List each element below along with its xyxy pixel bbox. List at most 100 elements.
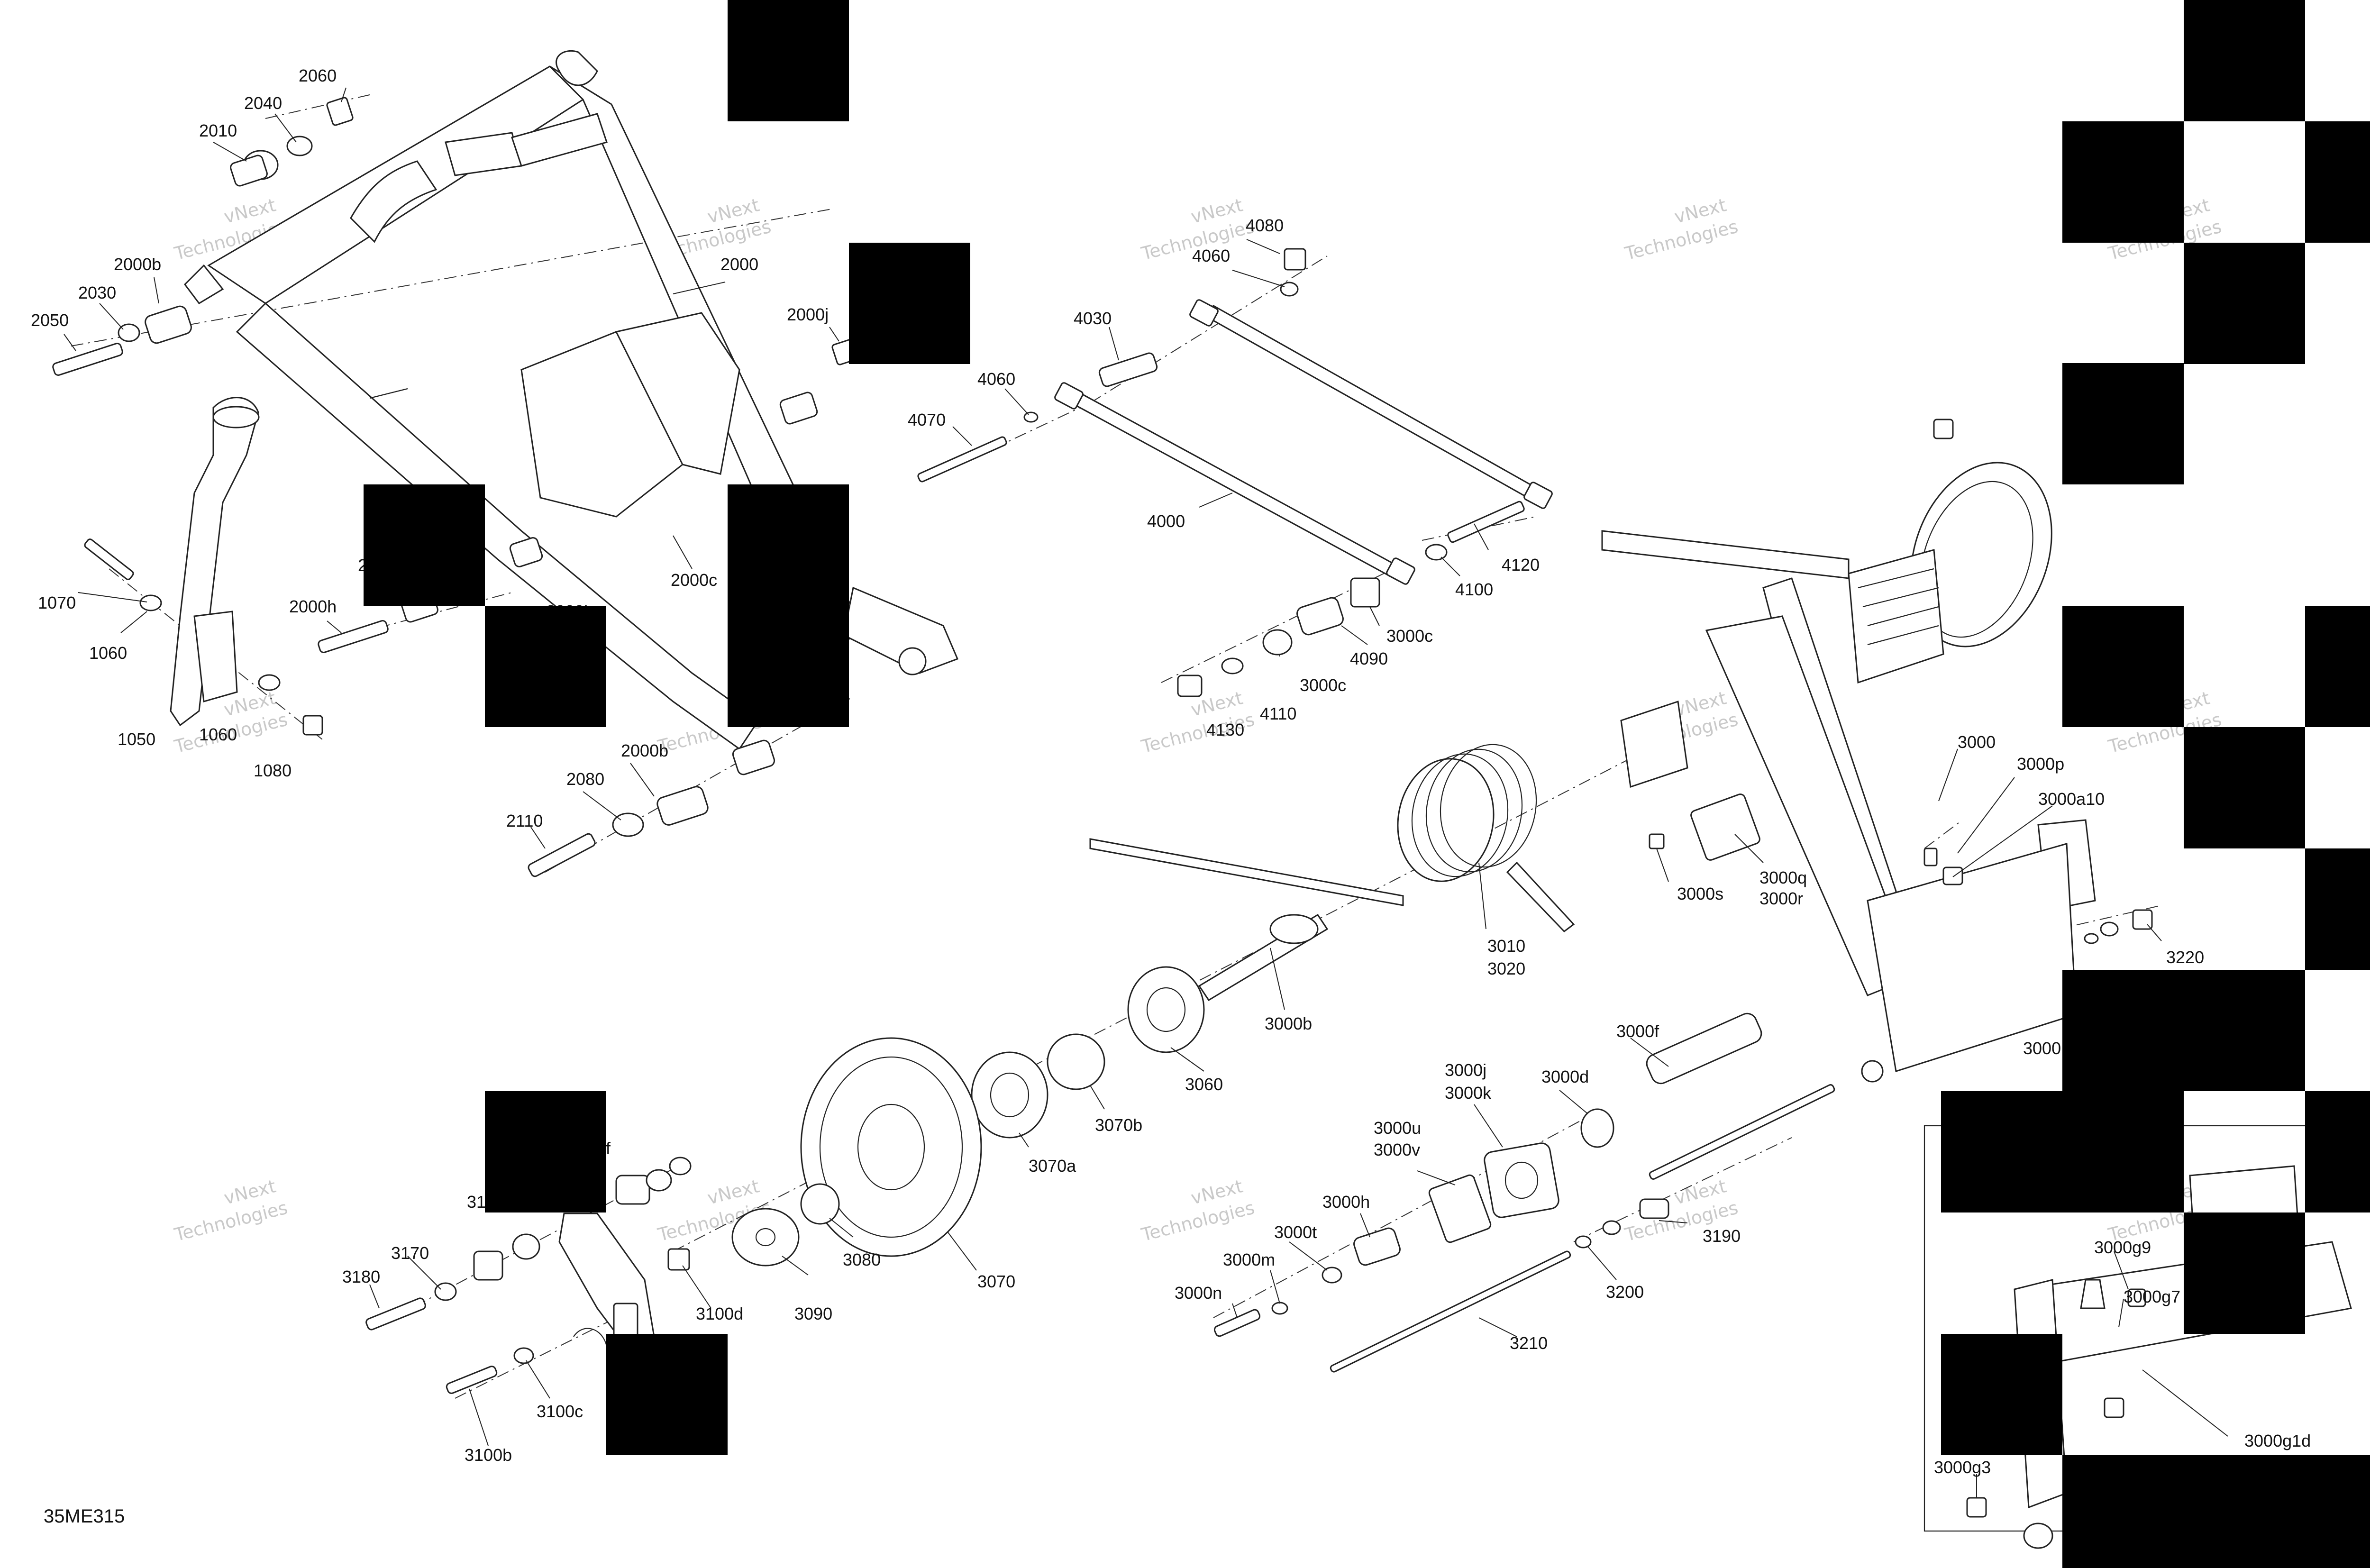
callout-label: 3000d — [1541, 1067, 1589, 1086]
redaction-block — [2305, 1091, 2370, 1212]
lower-bracket-part — [365, 1157, 692, 1394]
callout-label: 4080 — [1246, 216, 1284, 235]
callout-label: 1060 — [89, 643, 127, 663]
callout-label: 3000u — [1374, 1118, 1421, 1138]
redaction-block — [2305, 848, 2370, 970]
callout-label: 1080 — [254, 761, 292, 780]
callout-label: 3000g9 — [2094, 1238, 2151, 1257]
callout-label: 3000g3 — [1934, 1458, 1991, 1477]
redaction-block — [2062, 606, 2184, 727]
callout-label: f — [606, 1139, 611, 1158]
callout-label: 3000 — [2023, 1039, 2061, 1058]
callout-label: 3080 — [843, 1250, 881, 1269]
callout-label: 2000 — [720, 255, 758, 274]
fasteners-left — [52, 97, 861, 877]
callout-label: 3000b — [1265, 1014, 1312, 1033]
callout-label: 2060 — [299, 66, 337, 85]
callout-label: 3170 — [391, 1243, 429, 1263]
callout-label: 4000 — [1147, 511, 1185, 531]
callout-label: 4090 — [1350, 649, 1388, 668]
torsion-spring — [1089, 744, 1575, 932]
leader-lines — [64, 87, 2228, 1498]
callout-label: 2000h — [289, 597, 337, 616]
callout-label: 4060 — [1192, 246, 1230, 265]
callout-label: 3180 — [342, 1267, 380, 1286]
callout-label: 3190 — [1703, 1226, 1741, 1246]
redaction-block — [485, 1091, 606, 1212]
callout-label: 2000b — [621, 741, 668, 760]
redaction-block — [2184, 1212, 2305, 1334]
callout-label: 3000s — [1677, 884, 1723, 903]
redaction-block — [606, 1334, 728, 1455]
parts-group — [52, 50, 2370, 1549]
callout-label: 3000n — [1175, 1283, 1222, 1303]
redaction-block — [2184, 243, 2305, 364]
redaction-block — [728, 0, 849, 121]
redaction-block — [2062, 363, 2184, 484]
redaction-block — [2184, 727, 2305, 848]
redaction-block — [728, 484, 849, 727]
redaction-block — [485, 606, 606, 727]
callout-label: 3100c — [537, 1402, 583, 1421]
callout-label: 3220 — [2166, 948, 2204, 967]
watermark: vNext Technologies — [172, 1176, 290, 1245]
callout-label: 1050 — [118, 729, 155, 749]
redaction-block — [2184, 0, 2305, 121]
lever-part — [170, 397, 260, 727]
redaction-block — [2305, 606, 2370, 727]
lower-middle-parts — [1213, 1012, 1835, 1373]
callout-labels: 2060 2040 2010 2000b 2030 2050 2000 2000… — [31, 66, 2311, 1477]
drawing-code: 35ME315 — [44, 1506, 125, 1527]
callout-label: 1070 — [38, 593, 76, 612]
callout-label: 3000p — [2017, 754, 2064, 774]
callout-label: 3000k — [1445, 1083, 1492, 1103]
torque-rods — [917, 248, 1553, 697]
callout-label: 3060 — [1185, 1075, 1223, 1094]
callout-label: 2000c — [671, 570, 717, 590]
callout-label: 3000h — [1322, 1192, 1370, 1212]
callout-label: 2010 — [199, 121, 237, 140]
callout-label: 4030 — [1074, 309, 1112, 328]
callout-label: 2050 — [31, 310, 69, 330]
callout-label: 3000a10 — [2038, 789, 2105, 809]
callout-label: 2000b — [114, 255, 161, 274]
redaction-block — [2062, 1455, 2370, 1568]
callout-label: 3210 — [1510, 1333, 1548, 1353]
callout-label: 3000g1d — [2244, 1431, 2311, 1450]
idler-wheel-group — [667, 913, 1329, 1271]
callout-label: 3000c — [1386, 626, 1433, 646]
callout-label: 2080 — [566, 769, 604, 789]
callout-label: 3200 — [1606, 1282, 1644, 1302]
callout-label: 3000v — [1374, 1140, 1420, 1159]
redaction-block — [849, 243, 970, 364]
callout-label: 4100 — [1455, 580, 1493, 599]
callout-label: 3000r — [1759, 889, 1803, 908]
callout-label: 4070 — [908, 410, 946, 429]
callout-label: 3000j — [1445, 1060, 1486, 1080]
callout-label: 2110 — [506, 811, 543, 830]
callout-label: 3100b — [465, 1445, 512, 1465]
callout-label: 3000m — [1223, 1250, 1275, 1269]
redaction-block — [1941, 1334, 2062, 1455]
rear-frame-part — [1601, 419, 2153, 1083]
callout-label: 4130 — [1206, 720, 1244, 739]
redaction-block — [2305, 121, 2370, 243]
callout-label: 3020 — [1487, 959, 1525, 978]
callout-label: 1060 — [199, 725, 237, 744]
callout-label: 3090 — [794, 1304, 832, 1323]
callout-label: 4120 — [1502, 555, 1540, 574]
callout-label: 3070 — [977, 1272, 1015, 1291]
callout-label: 3070a — [1029, 1156, 1076, 1176]
watermark: vNext Technologies — [1139, 1176, 1257, 1245]
callout-label: 3000c — [1300, 675, 1346, 695]
callout-label: 2000j — [787, 305, 829, 324]
redaction-blocks — [364, 0, 2370, 1568]
callout-label: 3010 — [1487, 936, 1525, 956]
callout-label: 4060 — [977, 369, 1015, 389]
callout-label: 3000g7 — [2124, 1287, 2180, 1306]
callout-label: 2040 — [244, 93, 282, 113]
callout-label: 3000t — [1274, 1222, 1317, 1242]
redaction-block — [2062, 121, 2184, 243]
callout-label: 3000q — [1759, 868, 1807, 887]
